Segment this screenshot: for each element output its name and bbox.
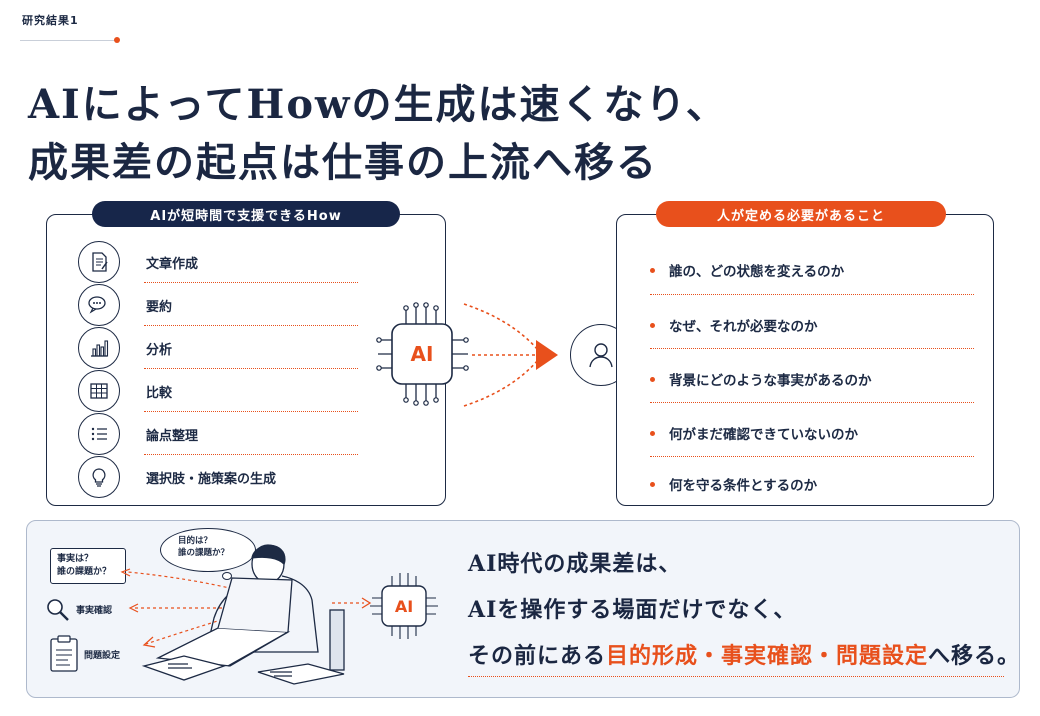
summary-underline (468, 676, 1004, 677)
ai-chip-label: AI (410, 342, 434, 366)
need-item-label: なぜ、それが必要なのか (669, 319, 818, 335)
clipboard-icon (48, 634, 80, 678)
thought-bubble (160, 528, 256, 572)
summary-line3-suffix: へ移る。 (928, 643, 1021, 669)
how-item-label: 論点整理 (146, 428, 199, 444)
divider (650, 348, 974, 349)
how-item-writing: 文章作成 (78, 240, 368, 284)
divider (144, 368, 358, 369)
summary-line3: その前にある目的形成・事実確認・問題設定へ移る。 (468, 638, 1020, 670)
divider (144, 454, 358, 455)
divider (650, 402, 974, 403)
need-item-label: 誰の、どの状態を変えるのか (669, 264, 845, 280)
how-item-analysis: 分析 (78, 326, 368, 370)
thinking-arrows (120, 568, 239, 648)
bullet (650, 481, 655, 487)
divider (144, 411, 358, 412)
to-ai-arrow (332, 597, 372, 609)
chat-bubbles-icon (78, 284, 120, 326)
how-item-label: 比較 (146, 385, 173, 401)
ai-chip-small-label: AI (394, 596, 414, 616)
section-label-dot (114, 37, 120, 43)
how-item-organize: 論点整理 (78, 412, 368, 456)
thought-bubble-text: 目的は？ 誰の課題か？ (178, 536, 230, 558)
fact-check-label: 事実確認 (76, 606, 113, 616)
ai-chip-icon (376, 302, 469, 406)
document-icon (78, 241, 120, 283)
how-item-label: 文章作成 (146, 256, 199, 272)
flow-arrows (463, 303, 558, 407)
lightbulb-icon (78, 456, 120, 498)
bullet (650, 322, 655, 328)
bullet (650, 430, 655, 436)
summary-line1: AI時代の成果差は、 (468, 551, 682, 577)
section-label-divider (20, 40, 116, 41)
how-panel-header: AIが短時間で支援できるHow (92, 201, 400, 227)
how-item-label: 選択肢・施策案の生成 (146, 471, 277, 487)
table-icon (78, 370, 120, 412)
how-item-compare: 比較 (78, 369, 368, 413)
problem-setting-label: 問題設定 (84, 651, 121, 661)
how-item-label: 要約 (146, 299, 173, 315)
divider (144, 325, 358, 326)
list-icon (78, 413, 120, 455)
bullet (650, 376, 655, 382)
page-title-line2: 成果差の起点は仕事の上流へ移る (28, 139, 658, 186)
bar-chart-icon (78, 327, 120, 369)
section-label: 研究結果1 (22, 14, 79, 27)
summary-line3-highlight: 目的形成・事実確認・問題設定 (606, 643, 929, 669)
need-item: なぜ、それが必要なのか (650, 315, 980, 335)
need-item-label: 何を守る条件とするのか (669, 478, 818, 494)
summary-line3-prefix: その前にある (468, 643, 607, 669)
page-title-line1: AIによってHowの生成は速くなり、 (28, 81, 728, 128)
need-item: 背景にどのような事実があるのか (650, 369, 980, 389)
divider (650, 294, 974, 295)
ai-chip-small-icon (370, 573, 438, 639)
how-item-options: 選択肢・施策案の生成 (78, 455, 368, 499)
need-item: 何がまだ確認できていないのか (650, 423, 980, 443)
need-item-label: 何がまだ確認できていないのか (669, 427, 858, 443)
thought-dot (222, 572, 232, 580)
needs-panel-header: 人が定める必要があること (656, 201, 946, 227)
divider (144, 282, 358, 283)
need-item: 何を守る条件とするのか (650, 474, 980, 494)
person-at-laptop-illustration (141, 544, 345, 685)
how-item-summary: 要約 (78, 283, 368, 327)
divider (650, 456, 974, 457)
bullet (650, 267, 655, 273)
summary-line2: AIを操作する場面だけでなく、 (468, 597, 797, 623)
how-item-label: 分析 (146, 342, 173, 358)
question-card: 事実は？ 誰の課題か？ (50, 548, 126, 584)
magnifier-icon (44, 596, 72, 628)
need-item-label: 背景にどのような事実があるのか (669, 373, 872, 389)
needs-panel (616, 214, 994, 506)
need-item: 誰の、どの状態を変えるのか (650, 260, 980, 280)
